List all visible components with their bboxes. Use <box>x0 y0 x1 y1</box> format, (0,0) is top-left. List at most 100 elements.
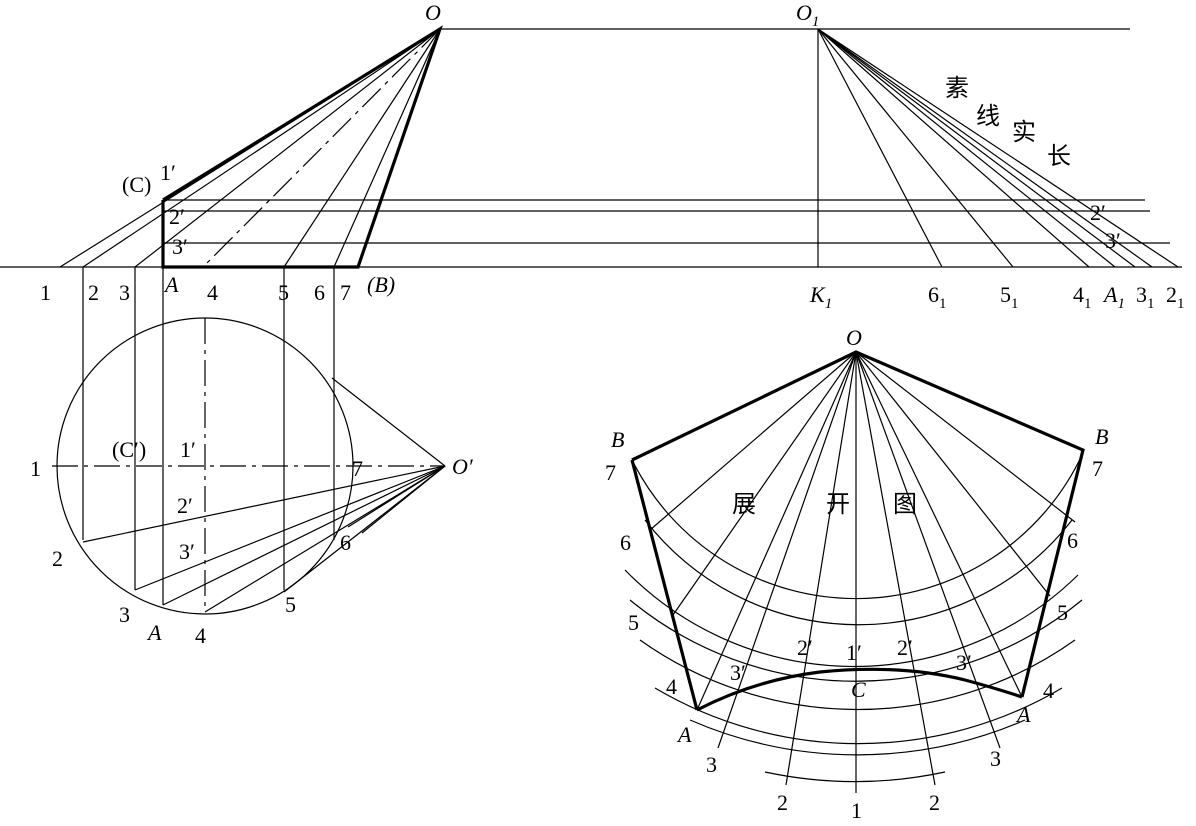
dev-right-3: 3 <box>990 746 1001 771</box>
dev-bottom-2-left: 2 <box>777 790 788 815</box>
generator <box>134 28 441 268</box>
generator <box>333 28 441 268</box>
apex-o-label: O <box>425 0 441 25</box>
true-length-char-4: 长 <box>1047 142 1071 170</box>
top-label-3: 3 <box>119 602 130 627</box>
top-label-5: 5 <box>285 592 296 617</box>
dev-outline-right <box>631 350 1085 698</box>
dev-generator <box>672 351 857 616</box>
dev-right-a: A <box>1015 702 1031 727</box>
point-2prime-label: 2′ <box>169 204 185 229</box>
dev-c-label: C <box>851 677 866 702</box>
base-label-b: (B) <box>367 272 395 297</box>
dev-left-b: B <box>611 427 624 452</box>
arc-r430 <box>764 771 946 783</box>
line-to-6 <box>347 465 446 528</box>
dev-right-6: 6 <box>1067 528 1078 553</box>
right-2prime-label: 2′ <box>1090 200 1106 225</box>
line-to-3 <box>134 465 446 591</box>
top-label-1: 1 <box>30 456 41 481</box>
top-view: O′ (C′) 1 1′ 7 2 2′ 3′ 6 3 A 4 5 <box>30 267 474 648</box>
dev-right-7: 7 <box>1092 456 1103 481</box>
base-label-7: 7 <box>340 280 351 305</box>
line-to-2 <box>82 465 446 543</box>
top-label-6: 6 <box>340 530 351 555</box>
top-label-7: 7 <box>352 456 363 481</box>
true-length-char-3: 实 <box>1012 118 1036 146</box>
front-view: O O1 素 线 实 长 (C) 1′ 2′ 3′ 2′ 3′ 1 2 3 A … <box>0 0 1185 312</box>
dev-prime-2-left: 2′ <box>797 635 813 660</box>
true-line <box>817 28 1090 268</box>
true-line <box>817 28 1136 268</box>
line-to-4 <box>204 465 446 613</box>
tangent-line-lower <box>361 465 446 534</box>
dev-generator <box>785 351 857 786</box>
apex-o1-label: O1 <box>796 0 819 30</box>
arc-r375 <box>639 639 1076 711</box>
dev-generator <box>855 351 1051 597</box>
dev-outline-left <box>630 459 699 711</box>
dev-bottom-2-right: 2 <box>929 790 940 815</box>
dev-title-char-1: 展 <box>732 490 756 518</box>
dev-prime-1: 1′ <box>846 640 862 665</box>
dev-generator <box>855 351 1001 749</box>
dev-title-char-2: 开 <box>826 490 850 518</box>
true-line <box>817 28 1153 268</box>
base-label-3: 3 <box>119 280 130 305</box>
dev-generator <box>649 351 857 531</box>
true-line <box>817 28 1014 268</box>
development-view: O 展 开 图 B B 7 6 5 4 A 3 7 6 5 4 A 3 2 1 … <box>605 325 1108 823</box>
base-label-a: A <box>163 272 179 297</box>
dev-bottom-curve <box>696 667 1023 712</box>
dev-left-3: 3 <box>706 752 717 777</box>
top-label-2prime: 2′ <box>177 493 193 518</box>
true-length-char-1: 素 <box>945 74 969 102</box>
dev-generator <box>717 351 857 749</box>
base-label-6: 6 <box>314 280 325 305</box>
generators-development <box>649 351 1076 793</box>
point-c-label: (C) <box>122 172 151 197</box>
arc-r400 <box>654 687 1063 745</box>
dev-left-7: 7 <box>605 460 616 485</box>
dev-right-5: 5 <box>1057 600 1068 625</box>
top-label-3prime: 3′ <box>179 539 195 564</box>
label-3-1: 31 <box>1136 282 1155 312</box>
base-label-4: 4 <box>207 280 218 305</box>
true-line <box>817 28 1179 268</box>
point-1prime-label: 1′ <box>160 160 176 185</box>
arc-r320 <box>624 569 1079 668</box>
base-label-2: 2 <box>88 280 99 305</box>
right-3prime-label: 3′ <box>1105 228 1121 253</box>
dev-generator <box>696 351 857 711</box>
arc-r250 <box>631 454 1083 600</box>
line-to-a <box>162 465 446 606</box>
dev-generator <box>855 351 936 786</box>
dev-right-b: B <box>1095 424 1108 449</box>
label-5-1: 51 <box>1000 282 1019 312</box>
dev-apex-label: O <box>846 325 862 350</box>
generator <box>283 28 441 268</box>
center-generator <box>202 28 441 268</box>
dev-prime-2-right: 2′ <box>897 635 913 660</box>
dev-generator <box>855 351 1076 523</box>
dev-title-char-3: 图 <box>893 490 917 518</box>
k1-label: K1 <box>809 282 832 312</box>
dev-left-a: A <box>676 722 692 747</box>
top-label-4: 4 <box>195 623 206 648</box>
point-3prime-label: 3′ <box>172 234 188 259</box>
label-2-1: 21 <box>1166 282 1185 312</box>
label-6-1: 61 <box>928 282 947 312</box>
dev-right-4: 4 <box>1043 678 1054 703</box>
dev-bottom-1: 1 <box>851 798 862 823</box>
label-4-1: 41 <box>1073 282 1092 312</box>
dev-prime-3-right: 3′ <box>956 650 972 675</box>
generator <box>82 28 441 268</box>
base-label-1: 1 <box>40 280 51 305</box>
top-label-a: A <box>146 620 162 645</box>
top-label-1prime: 1′ <box>180 437 196 462</box>
true-length-char-2: 线 <box>976 102 1000 130</box>
apex-oprime-label: O′ <box>452 454 474 479</box>
true-line <box>817 28 943 268</box>
true-line <box>817 28 1116 268</box>
truncated-outline <box>161 25 443 269</box>
